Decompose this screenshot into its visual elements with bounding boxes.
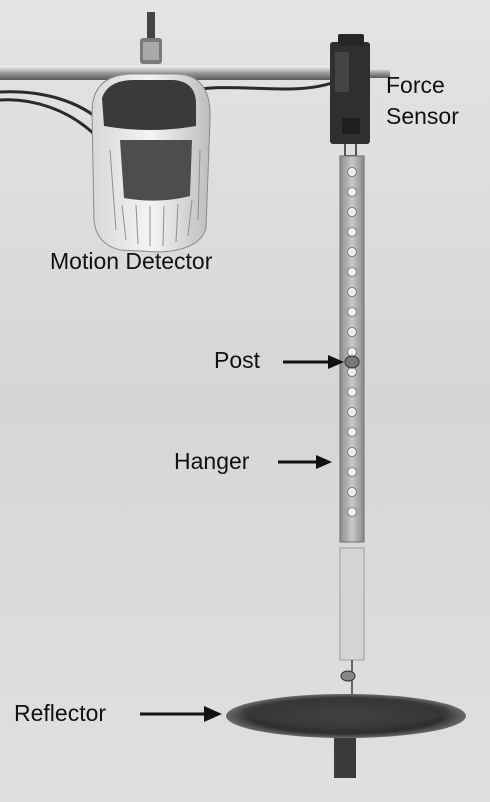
arrows <box>140 355 344 722</box>
hanger-arrow <box>278 455 332 469</box>
connector <box>340 660 356 700</box>
hanger-hole <box>347 507 357 517</box>
hanger-hole <box>347 187 357 197</box>
hanger-hole <box>347 307 357 317</box>
reflector-disk <box>226 694 466 778</box>
support-rod <box>0 66 390 80</box>
hanger-hole <box>347 227 357 237</box>
force-sensor-label-line2: Sensor <box>386 103 459 129</box>
post-arrow <box>283 355 344 369</box>
hanger-hole <box>347 167 357 177</box>
force-sensor-label-line1: Force <box>386 72 445 98</box>
post-label: Post <box>214 347 261 373</box>
hanger-hole <box>347 347 357 357</box>
hanger-hole <box>347 287 357 297</box>
hanger-hole <box>347 387 357 397</box>
hanger-hole <box>347 487 357 497</box>
hanger-hole <box>347 467 357 477</box>
hanger-hole <box>347 207 357 217</box>
force-sensor <box>330 34 370 157</box>
hanger-hole <box>347 267 357 277</box>
hanger-hole <box>347 427 357 437</box>
hanger-label: Hanger <box>174 448 250 474</box>
hanger-hole <box>347 407 357 417</box>
hanger-hole <box>347 327 357 337</box>
reflector-label: Reflector <box>14 700 107 726</box>
hanger-strip <box>339 155 365 661</box>
hanger-hole <box>347 367 357 377</box>
clamp-knob <box>140 12 162 64</box>
motion-detector-label: Motion Detector <box>50 248 213 274</box>
hanger-hole <box>347 247 357 257</box>
hanger-hole <box>347 447 357 457</box>
post <box>344 355 360 369</box>
motion-detector <box>91 73 211 253</box>
reflector-arrow <box>140 706 222 722</box>
